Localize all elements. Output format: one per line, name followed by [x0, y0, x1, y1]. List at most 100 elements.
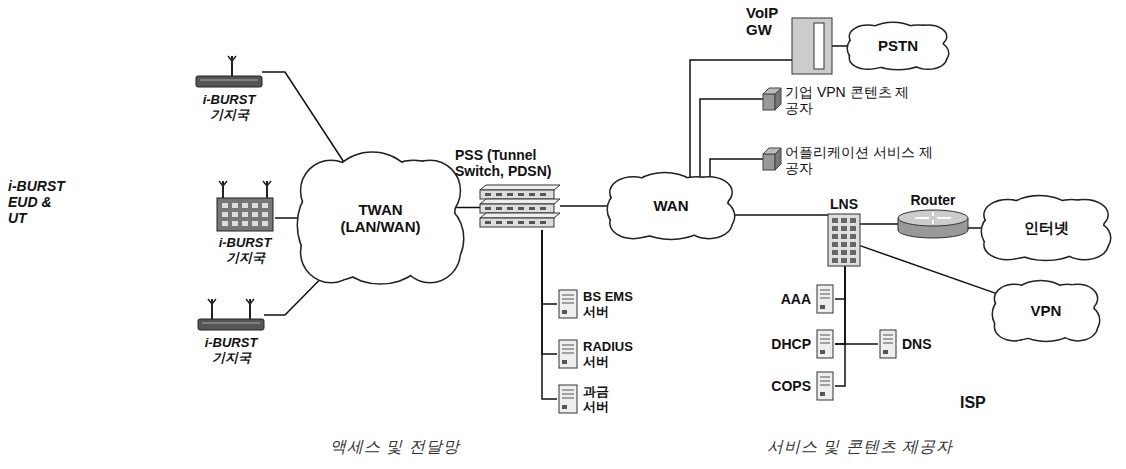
- drawing-part: [222, 181, 224, 198]
- connector-line: [542, 230, 557, 354]
- server-icon: [815, 372, 835, 400]
- cube-icon: [763, 88, 781, 110]
- drawing-part: [242, 203, 248, 208]
- drawing-part: [88, 188, 122, 193]
- node-label: i-BURST 기지국: [212, 236, 278, 266]
- drawing-part: [232, 221, 238, 226]
- drawing-part: [820, 335, 830, 336]
- drawing-part: [848, 23, 948, 69]
- drawing-part: [496, 221, 502, 224]
- drawing-part: [995, 285, 1033, 312]
- switch-icon: [480, 185, 560, 230]
- drawing-part: [217, 198, 273, 231]
- node-label: 기업 VPN 콘텐츠 제공자: [785, 84, 920, 116]
- drawing-part: [562, 310, 567, 314]
- base-station: i-BURST 기지국: [196, 55, 262, 89]
- bs2-icon: [215, 180, 275, 232]
- drawing-part: [608, 173, 734, 238]
- node-label: 어플리케이션 서비스 제공자: [785, 144, 935, 176]
- connector-line: [542, 230, 557, 399]
- gw-icon: [792, 18, 832, 74]
- drawing-part: [252, 221, 258, 226]
- text-holder: TWAN (LAN/WAN): [331, 201, 431, 236]
- drawing-part: [562, 303, 574, 304]
- drawing-part: [820, 392, 825, 396]
- drawing-part: [1059, 313, 1097, 340]
- drawing-part: [480, 190, 554, 199]
- connector-line: [700, 99, 763, 185]
- drawing-part: [480, 199, 560, 204]
- text-holder: PSS (Tunnel Switch, PDSN): [455, 147, 567, 179]
- drawing-part: [196, 76, 262, 87]
- network-cloud: PSTN: [862, 30, 934, 62]
- section-caption: 액세스 및 전달망: [330, 438, 460, 456]
- cube-icon: [763, 148, 781, 170]
- node-label: ISP: [960, 394, 986, 412]
- drawing-part: [94, 287, 126, 299]
- drawing-part: [123, 293, 212, 298]
- drawing-part: [262, 221, 268, 226]
- drawing-part: [242, 212, 248, 217]
- drawing-part: [219, 181, 227, 186]
- provider-box: 어플리케이션 서비스 제공자: [763, 148, 781, 170]
- text-holder: WAN: [654, 197, 689, 214]
- connector-line: [835, 266, 845, 299]
- server-box: BS EMS 서버: [557, 290, 579, 318]
- drawing-part: [841, 226, 847, 231]
- drawing-part: [507, 221, 513, 224]
- drawing-part: [832, 258, 838, 263]
- node-label: VPN: [1031, 302, 1062, 319]
- drawing-part: [529, 207, 535, 210]
- voip-gateway: VoIP GW: [792, 18, 832, 74]
- drawing-part: [757, 222, 992, 440]
- node-label: COPS: [771, 378, 811, 394]
- drawing-part: [820, 294, 830, 295]
- text-holder: VoIP GW: [746, 4, 788, 39]
- base-station: i-BURST 기지국: [198, 298, 264, 332]
- drawing-part: [540, 207, 546, 210]
- node-label: i-BURST EUD & UT: [8, 178, 70, 226]
- drawing-part: [832, 226, 838, 231]
- text-holder: PSTN: [878, 37, 918, 54]
- drawing-part: [995, 313, 1033, 340]
- drawing-part: [820, 343, 830, 344]
- drawing-part: [686, 208, 731, 238]
- server-box: DNS: [878, 330, 898, 358]
- drawing-part: [208, 299, 216, 304]
- drawing-part: [86, 82, 120, 87]
- drawing-part: [92, 68, 114, 82]
- text-holder: 과금 서버: [583, 385, 623, 415]
- drawing-part: [252, 212, 258, 217]
- drawing-part: [995, 285, 1033, 312]
- network-cloud: TWAN (LAN/WAN): [318, 168, 443, 268]
- drawing-part: [820, 339, 830, 340]
- text-holder: 인터넷: [1024, 219, 1069, 236]
- drawing-part: [814, 23, 824, 69]
- drawing-part: [820, 350, 825, 354]
- drawing-part: [110, 318, 134, 333]
- drawing-part: [832, 234, 838, 239]
- drawing-part: [608, 173, 734, 238]
- text-holder: i-BURST 기지국: [198, 336, 264, 366]
- text-holder: BS EMS 서버: [583, 290, 641, 320]
- drawing-part: [128, 208, 148, 216]
- network-cloud: 인터넷: [1000, 208, 1092, 248]
- drawing-part: [122, 180, 223, 183]
- bs1-icon: [196, 55, 262, 89]
- coverage-region: i-BURST EUD & UT i-BURST 기지국 i-BURST 기지국 i-…: [0, 28, 290, 460]
- node-label: 과금 서버: [583, 385, 623, 415]
- drawing-part: [850, 218, 856, 223]
- drawing-part: [562, 360, 567, 364]
- drawing-part: [820, 290, 830, 291]
- drawing-part: [832, 250, 838, 255]
- server-icon: [878, 330, 898, 358]
- text-holder: 어플리케이션 서비스 제공자: [785, 144, 935, 176]
- drawing-part: [529, 221, 535, 224]
- drawing-part: [540, 193, 546, 196]
- node-label: LNS: [830, 196, 858, 212]
- node-label: Router: [910, 192, 955, 208]
- drawing-part: [850, 242, 856, 247]
- server-box: 과금 서버: [557, 385, 579, 413]
- drawing-part: [763, 94, 775, 110]
- drawing-part: [841, 242, 847, 247]
